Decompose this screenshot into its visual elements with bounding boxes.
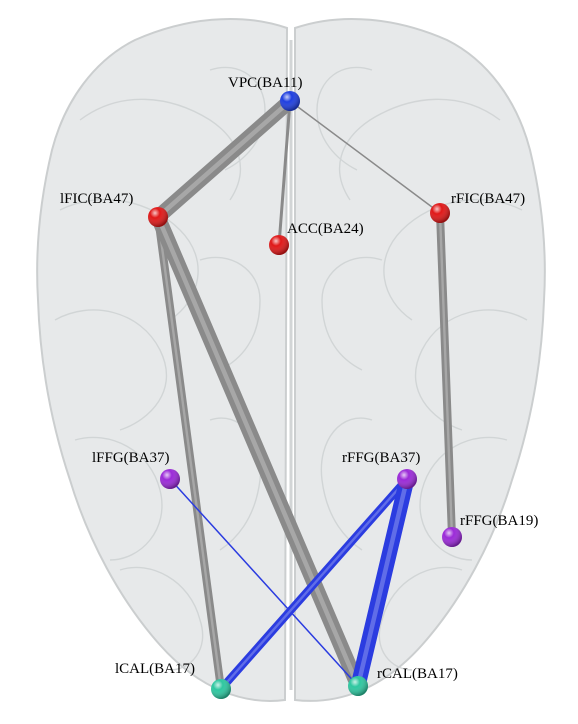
label-VPC: VPC(BA11) [228, 75, 302, 91]
edge-rFIC-rFFG19 [436, 209, 456, 541]
node-shading-VPC [280, 91, 300, 111]
label-rFFG37: rFFG(BA37) [342, 450, 420, 466]
node-shading-rFIC [430, 203, 450, 223]
label-rFFG19: rFFG(BA19) [460, 513, 538, 529]
edge-highlight-rFFG37-lCAL [219, 477, 409, 691]
node-rFFG19 [442, 527, 462, 547]
label-ACC: ACC(BA24) [287, 221, 364, 237]
edge-VPC-lFIC [150, 93, 298, 225]
left-hemisphere [36, 17, 289, 702]
label-lCAL: lCAL(BA17) [115, 661, 195, 677]
label-rFIC: rFIC(BA47) [451, 191, 525, 207]
node-shading-rFFG19 [442, 527, 462, 547]
connections [150, 93, 456, 694]
region-labels: VPC(BA11) lFIC(BA47) ACC(BA24) rFIC(BA47) lF… [60, 75, 538, 682]
node-shading-lFFG37 [160, 469, 180, 489]
edge-lFIC-rCAL [150, 209, 366, 694]
edge-VPC-rFIC [289, 100, 441, 214]
edge-highlight-VPC-lFIC [155, 98, 293, 220]
label-lFFG37: lFFG(BA37) [92, 450, 170, 466]
edge-highlight-rFFG37-rCAL [355, 476, 410, 689]
node-lFIC [148, 207, 168, 227]
node-shading-rCAL [348, 676, 368, 696]
edge-rFFG37-lCAL [217, 475, 411, 693]
edge-highlight-lFIC-lCAL [156, 215, 223, 691]
edge-highlight-rFIC-rFFG19 [438, 211, 454, 539]
node-rCAL [348, 676, 368, 696]
label-lFIC: lFIC(BA47) [60, 191, 133, 207]
label-rCAL: rCAL(BA17) [377, 666, 458, 682]
regions [148, 91, 462, 699]
node-shading-rFFG37 [397, 469, 417, 489]
edge-highlight-lFIC-rCAL [155, 214, 361, 689]
gyri-texture [54, 66, 528, 671]
node-shading-lFIC [148, 207, 168, 227]
node-rFIC [430, 203, 450, 223]
node-ACC [269, 235, 289, 255]
edge-rFFG37-rCAL [350, 471, 415, 694]
edge-lFIC-lCAL [154, 213, 225, 693]
edge-lFFG37-rCAL [169, 478, 359, 687]
node-shading-lCAL [211, 679, 231, 699]
right-hemisphere [294, 17, 546, 702]
brain-outline [36, 17, 546, 702]
node-VPC [280, 91, 300, 111]
edge-VPC-ACC [277, 99, 292, 247]
node-shading-ACC [269, 235, 289, 255]
node-rFFG37 [397, 469, 417, 489]
node-lFFG37 [160, 469, 180, 489]
node-lCAL [211, 679, 231, 699]
